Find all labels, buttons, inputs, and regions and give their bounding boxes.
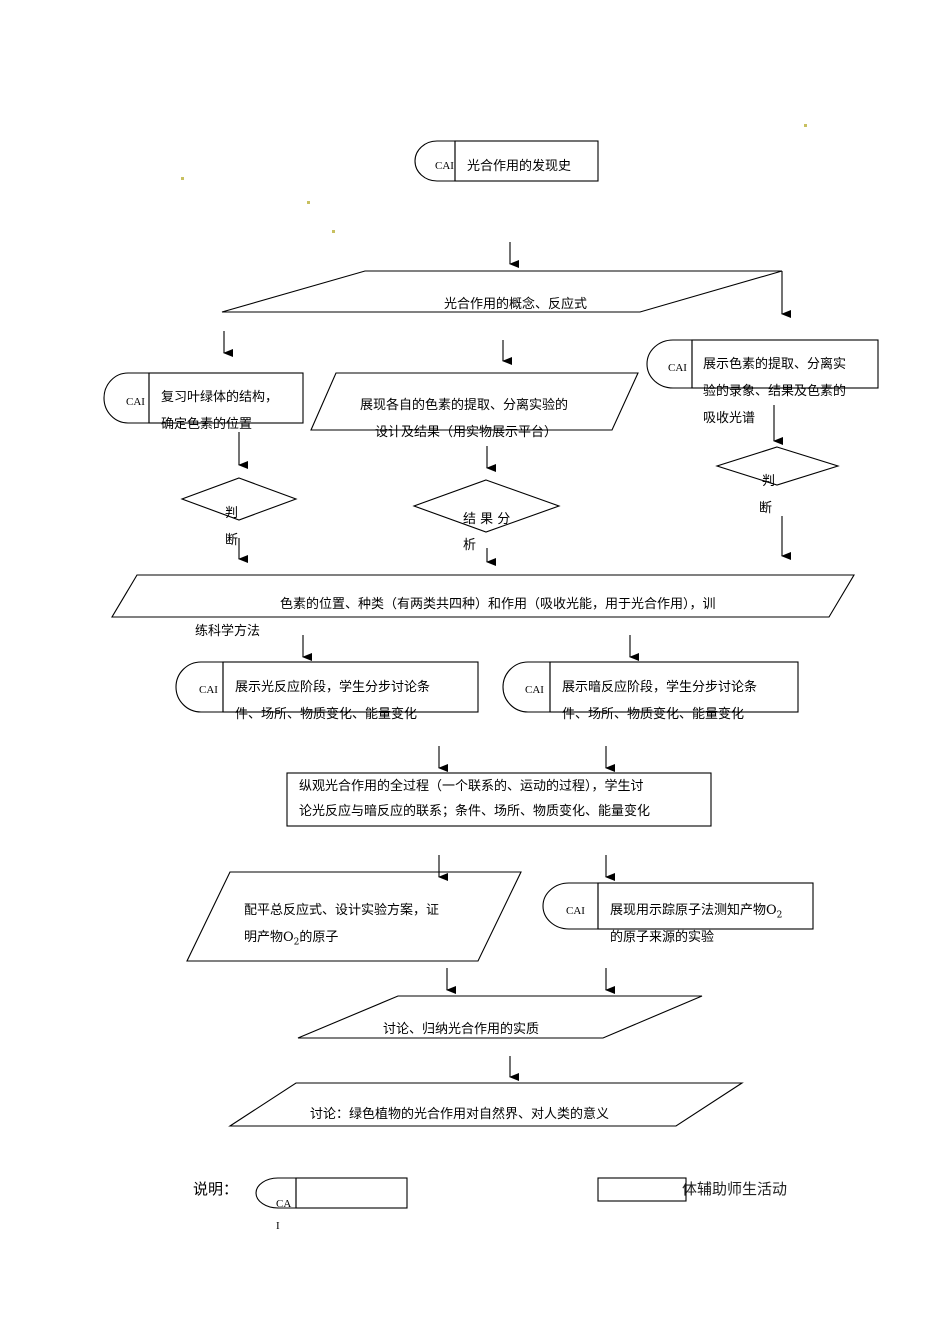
- experiment-text-2: 设计及结果（用实物展示平台）: [375, 425, 558, 440]
- legend-cai-b: I: [276, 1220, 280, 1232]
- discovery-box: [454, 140, 599, 182]
- legend-label: 说明：: [193, 1180, 239, 1198]
- speck: [307, 201, 310, 204]
- cai-dark-tag: [502, 661, 551, 713]
- review-box: [148, 372, 304, 424]
- analysis-diamond: [412, 479, 561, 533]
- tracer-sub: 2: [776, 910, 783, 921]
- cai-show-text-3: 吸收光谱: [703, 411, 756, 426]
- tracer-box: [597, 882, 814, 930]
- cai-review-tag: [103, 372, 150, 424]
- pigment-parallelogram: [111, 574, 855, 618]
- significance-parallelogram: [228, 1082, 744, 1127]
- legend-cai-box: [295, 1177, 408, 1209]
- cai-discovery-tag: [414, 140, 456, 182]
- balance-text-1: 配平总反应式、设计实验方案，证: [244, 903, 440, 918]
- overview-text-1: 纵观光合作用的全过程（一个联系的、运动的过程），学生讨: [299, 779, 644, 794]
- tracer-text-2: 的原子来源的实验: [610, 930, 715, 945]
- judge-right-text-1: 判: [762, 474, 776, 489]
- analysis-text-2: 析: [463, 538, 477, 553]
- concept-text: 光合作用的概念、反应式: [444, 297, 588, 312]
- legend-cai-tag: [255, 1177, 297, 1209]
- balance-sub-2: 2: [293, 937, 300, 948]
- experiment-parallelogram: [310, 372, 639, 431]
- balance-text-2: 明产物O2的原子: [244, 924, 338, 957]
- judge-left-text-2: 断: [225, 533, 239, 548]
- discovery-text: 光合作用的发现史: [467, 159, 572, 174]
- analysis-text-1: 结 果 分: [463, 512, 511, 527]
- cai-label-light: CAI: [199, 684, 218, 696]
- concept-parallelogram: [221, 270, 783, 313]
- cai-show-tag: [646, 339, 693, 389]
- legend-right-box: [597, 1177, 687, 1202]
- judge-left-text-1: 判: [225, 506, 239, 521]
- pigment-text-2: 练科学方法: [195, 624, 261, 639]
- essence-parallelogram: [297, 995, 703, 1039]
- speck: [804, 124, 807, 127]
- legend-cai-a: CA: [276, 1198, 292, 1210]
- overview-box: [286, 772, 712, 827]
- balance-text-2a: 明产物O: [244, 930, 294, 945]
- dark-text-2: 件、场所、物质变化、能量变化: [562, 707, 745, 722]
- speck: [332, 230, 335, 233]
- judge-right-diamond: [715, 446, 840, 486]
- cai-show-box: [691, 339, 879, 389]
- pigment-text-1: 色素的位置、种类（有两类共四种）和作用（吸收光能，用于光合作用），训: [280, 597, 716, 612]
- cai-light-tag: [175, 661, 224, 713]
- tracer-text-1a: 展现用示踪原子法测知产物O: [610, 903, 777, 918]
- cai-label-show: CAI: [668, 362, 687, 374]
- cai-show-text-2: 验的录象、结果及色素的: [703, 384, 847, 399]
- light-text-2: 件、场所、物质变化、能量变化: [235, 707, 418, 722]
- significance-text: 讨论：绿色植物的光合作用对自然界、对人类的意义: [310, 1107, 610, 1122]
- dark-box: [549, 661, 799, 713]
- balance-text-2b: 的原子: [299, 930, 339, 945]
- judge-left-diamond: [180, 477, 298, 521]
- cai-label-review: CAI: [126, 396, 145, 408]
- light-text-1: 展示光反应阶段，学生分步讨论条: [235, 680, 431, 695]
- dark-text-1: 展示暗反应阶段，学生分步讨论条: [562, 680, 758, 695]
- judge-right-text-2: 断: [759, 501, 773, 516]
- speck: [181, 177, 184, 180]
- overview-text-2: 论光反应与暗反应的联系；条件、场所、物质变化、能量变化: [299, 804, 651, 819]
- experiment-text-1: 展现各自的色素的提取、分离实验的: [360, 398, 569, 413]
- legend-right-text: 体辅助师生活动: [682, 1180, 788, 1198]
- cai-label-tracer: CAI: [566, 905, 585, 917]
- review-text-2: 确定色素的位置: [161, 417, 253, 432]
- cai-label-discovery: CAI: [435, 160, 454, 172]
- light-box: [222, 661, 479, 713]
- tracer-text-1: 展现用示踪原子法测知产物O2: [610, 897, 782, 930]
- cai-tracer-tag: [542, 882, 599, 930]
- cai-label-dark: CAI: [525, 684, 544, 696]
- balance-parallelogram: [186, 871, 522, 962]
- essence-text: 讨论、归纳光合作用的实质: [383, 1022, 540, 1037]
- cai-show-text-1: 展示色素的提取、分离实: [703, 357, 847, 372]
- review-text-1: 复习叶绿体的结构，: [161, 390, 279, 405]
